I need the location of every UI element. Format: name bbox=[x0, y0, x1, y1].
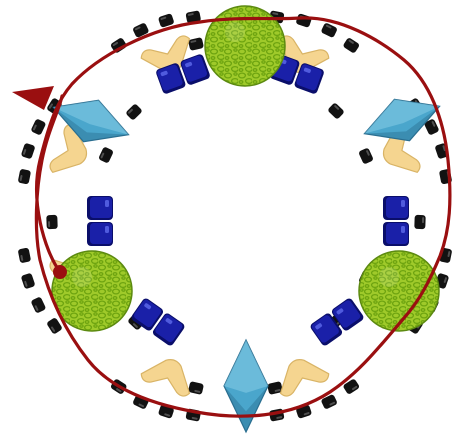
seed-bead bbox=[46, 317, 63, 335]
seed-bead bbox=[21, 143, 36, 160]
druk-bead bbox=[359, 251, 439, 331]
seed-bead bbox=[30, 118, 46, 135]
seed-bead bbox=[125, 103, 143, 121]
seed-bead bbox=[358, 147, 374, 164]
seed-bead bbox=[46, 215, 57, 229]
thread-start-dot bbox=[53, 265, 67, 279]
cube-bead bbox=[87, 222, 113, 246]
seed-bead bbox=[188, 381, 204, 395]
seed-bead bbox=[98, 146, 114, 163]
diamond-bead bbox=[224, 340, 268, 432]
seed-bead bbox=[327, 102, 345, 120]
seed-bead bbox=[158, 13, 175, 28]
cube-bead-pair bbox=[130, 297, 186, 347]
cube-bead bbox=[383, 196, 409, 220]
druk-bead bbox=[52, 251, 132, 331]
seed-bead bbox=[295, 13, 312, 28]
seed-bead bbox=[21, 273, 36, 290]
seed-bead bbox=[30, 296, 46, 313]
seed-bead bbox=[342, 37, 360, 54]
diamond-bead bbox=[46, 87, 136, 156]
seed-bead bbox=[188, 37, 204, 51]
cube-bead-pair bbox=[87, 196, 113, 246]
cube-bead bbox=[87, 196, 113, 220]
seed-bead bbox=[321, 22, 338, 38]
seed-bead bbox=[18, 247, 32, 263]
thread-arrowhead bbox=[12, 86, 54, 110]
seed-bead bbox=[414, 215, 425, 229]
seed-bead bbox=[18, 169, 32, 185]
cube-bead bbox=[383, 222, 409, 246]
cube-bead-pair bbox=[383, 196, 409, 246]
